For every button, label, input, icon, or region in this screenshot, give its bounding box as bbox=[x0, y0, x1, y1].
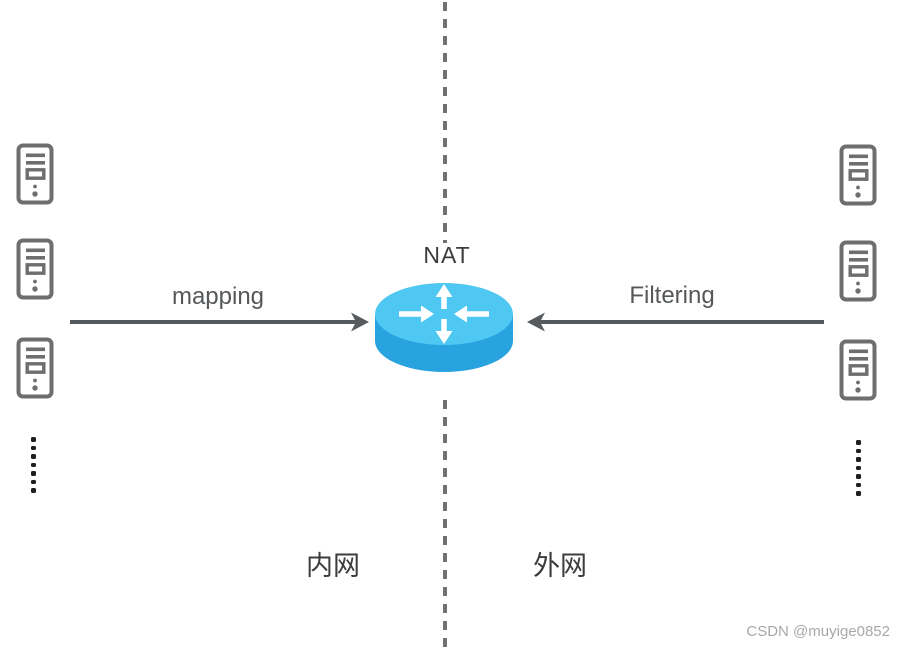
filtering-arrow-left-icon bbox=[527, 312, 824, 332]
nat-router-label: NAT bbox=[423, 242, 471, 268]
mapping-arrow-right-icon bbox=[70, 312, 369, 332]
server-icon bbox=[16, 337, 54, 399]
csdn-watermark: CSDN @muyige0852 bbox=[746, 623, 890, 640]
external-network-zone-label: 外网 bbox=[533, 551, 587, 581]
server-icon bbox=[839, 144, 877, 206]
nat-router-icon bbox=[375, 283, 513, 372]
filtering-arrow-label: Filtering bbox=[629, 282, 715, 309]
mapping-arrow-label: mapping bbox=[171, 283, 265, 310]
server-icon bbox=[16, 238, 54, 300]
server-icon bbox=[16, 143, 54, 205]
server-icon bbox=[839, 339, 877, 401]
router-crossed-arrows-glyph bbox=[399, 284, 489, 344]
server-icon bbox=[839, 240, 877, 302]
internal-network-zone-label: 内网 bbox=[306, 551, 360, 581]
vertical-ellipsis-dots bbox=[31, 437, 36, 493]
vertical-ellipsis-dots bbox=[856, 440, 861, 496]
